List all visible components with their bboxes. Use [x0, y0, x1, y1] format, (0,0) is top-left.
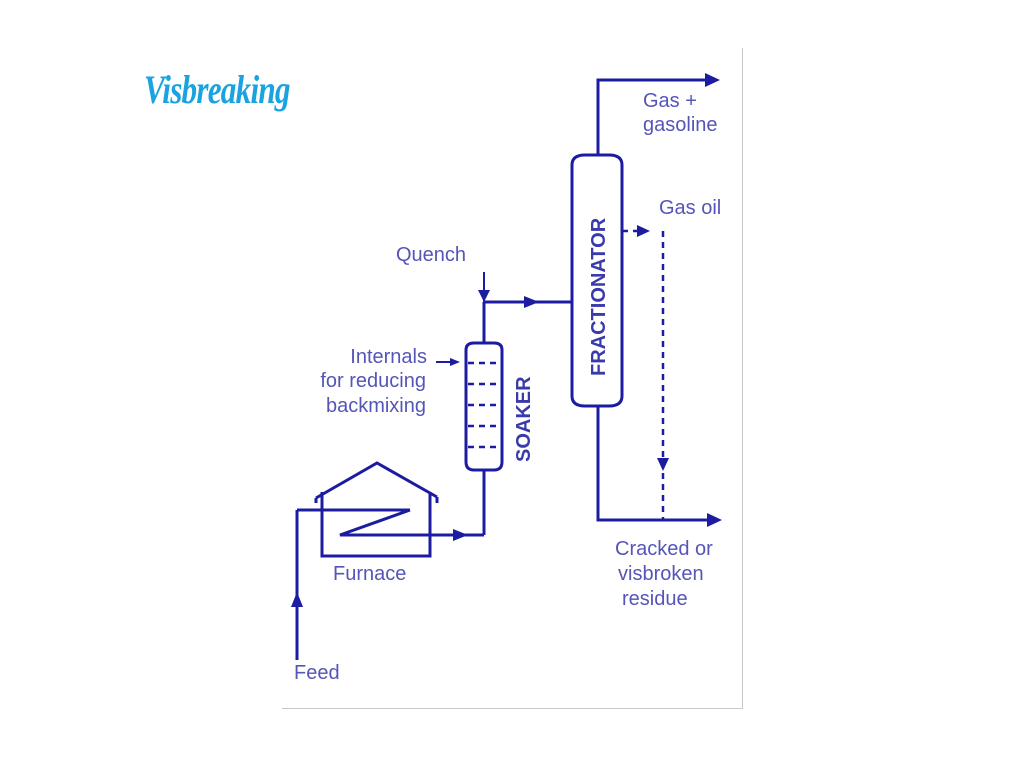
internals-pointer-arrow-icon — [450, 358, 460, 366]
furnace-label: Furnace — [333, 563, 406, 585]
fractionator-label: FRACTIONATOR — [588, 217, 610, 376]
internals-label-line2: for reducing — [320, 370, 426, 392]
bottoms-arrow-icon — [707, 513, 722, 527]
gas-oil-label: Gas oil — [659, 197, 721, 219]
gas-oil-down-arrow-icon — [657, 458, 669, 471]
soaker-label: SOAKER — [513, 376, 535, 462]
feed-label: Feed — [294, 662, 340, 684]
residue-label-line1: Cracked or — [615, 538, 713, 560]
transfer-arrow-icon — [524, 296, 539, 308]
feed-arrow-icon — [291, 592, 303, 607]
residue-label-line3: residue — [622, 588, 688, 610]
overhead-line — [596, 78, 710, 155]
fractionator-vessel — [570, 153, 624, 408]
gas-gasoline-label-line2: gasoline — [643, 114, 718, 136]
overhead-arrow-icon — [705, 73, 720, 87]
soaker-vessel — [464, 341, 504, 472]
gas-oil-arrow-icon — [637, 225, 650, 237]
quench-label: Quench — [396, 244, 466, 266]
quench-arrow-icon — [478, 290, 490, 302]
furnace-body — [320, 492, 432, 558]
internals-label-line3: backmixing — [326, 395, 426, 417]
furnace-roof — [315, 461, 438, 500]
furnace-coil — [339, 508, 430, 537]
slide-title: Visbreaking — [144, 67, 291, 112]
internals-label-line1: Internals — [350, 346, 427, 368]
residue-label-line2: visbroken — [618, 563, 704, 585]
diagram-frame — [282, 48, 743, 709]
gas-gasoline-label-line1: Gas + — [643, 90, 697, 112]
bottoms-line — [596, 406, 712, 522]
furnace-outlet-arrow-icon — [453, 529, 468, 541]
soaker-internals — [468, 361, 500, 449]
